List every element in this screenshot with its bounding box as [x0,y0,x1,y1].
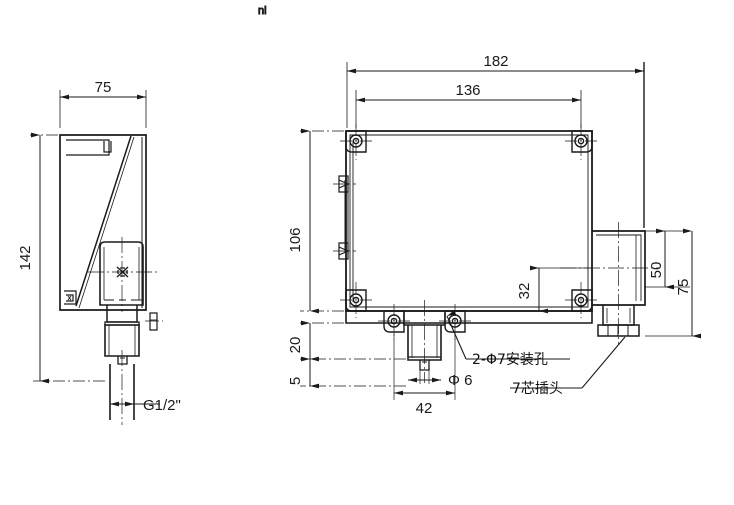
dim-42 [393,334,456,400]
dim-136 [355,90,582,128]
dim-50 [645,228,690,290]
annotation-mounting-holes: 2-Φ7安装孔 [472,352,548,368]
dim-142 [30,132,105,384]
dim-106 [300,128,344,314]
dim-75-right [645,228,701,339]
dim-phi6 [408,370,441,384]
dim-20 [300,320,406,362]
dim-32 [530,265,592,314]
front-view-geometry [333,124,660,383]
dim-label-phi6: Φ 6 [448,372,472,389]
dim-label-32: 32 [516,283,533,300]
dim-75 [59,90,147,128]
dim-label-42: 42 [416,400,433,417]
annotation-seven-pin-plug: 7芯插头 [512,381,563,397]
watermark-text: nl [258,5,267,17]
dim-label-106: 106 [287,227,304,252]
dim-label-50: 50 [648,262,665,279]
dim-label-20: 20 [287,337,304,354]
label-thread-g12: G1/2" [143,397,181,414]
dim-182 [346,62,645,228]
dim-label-182: 182 [483,53,508,70]
leader-mounting-holes [446,310,570,360]
dim-5 [300,356,406,389]
dim-label-136: 136 [455,82,480,99]
dim-label-142: 142 [17,245,34,270]
dim-label-75-right: 75 [675,279,692,296]
side-view-geometry [59,134,163,425]
leader-seven-pin-plug [510,336,626,389]
dim-label-75-side: 75 [95,79,112,96]
dim-label-5: 5 [287,377,304,385]
